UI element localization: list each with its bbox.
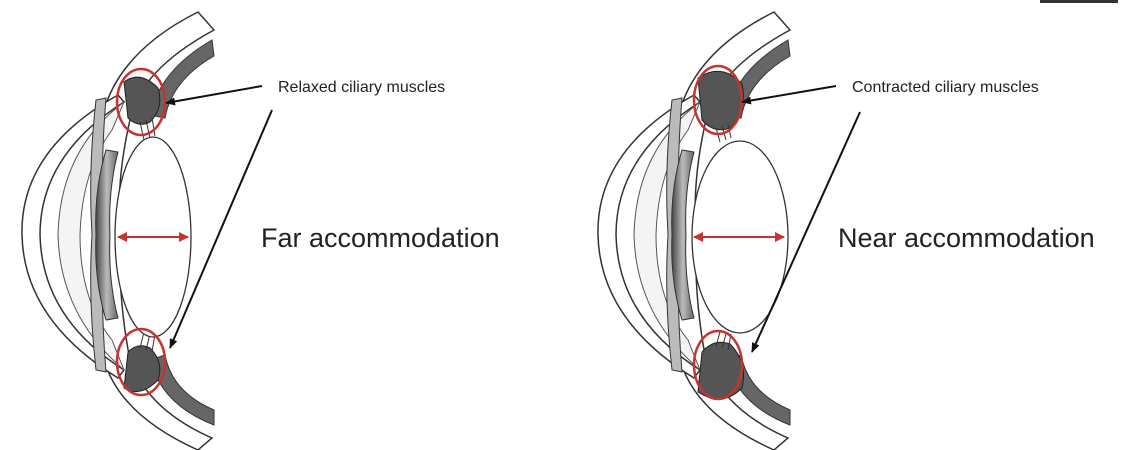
left-zonules-top [139, 117, 156, 141]
left-ciliary-muscle-bottom [123, 345, 161, 393]
right-callout-arrow-top [741, 85, 837, 105]
left-anterior-chamber [57, 100, 126, 371]
left-choroid-lower [149, 354, 215, 426]
right-eye-diagram [597, 11, 861, 450]
left-caption: Far accommodation [261, 223, 500, 253]
corner-mark [1040, 0, 1118, 3]
left-highlight-bottom [115, 327, 167, 397]
right-caption: Near accommodation [838, 223, 1095, 253]
right-callout-label: Contracted ciliary muscles [852, 79, 1039, 96]
right-callout-arrow-bottom [751, 111, 861, 353]
left-highlight-top [115, 67, 167, 137]
left-callout-label: Relaxed ciliary muscles [278, 79, 445, 96]
right-iris-inner [671, 149, 695, 321]
left-callout-arrow-bottom [169, 109, 273, 349]
left-eye-diagram [21, 11, 273, 450]
left-callout-arrow-top [165, 85, 263, 106]
left-ciliary-muscle-top [123, 76, 161, 125]
right-ciliary-muscle-bottom [697, 341, 744, 400]
left-iris-inner [95, 149, 119, 321]
right-highlight-bottom [692, 329, 744, 401]
